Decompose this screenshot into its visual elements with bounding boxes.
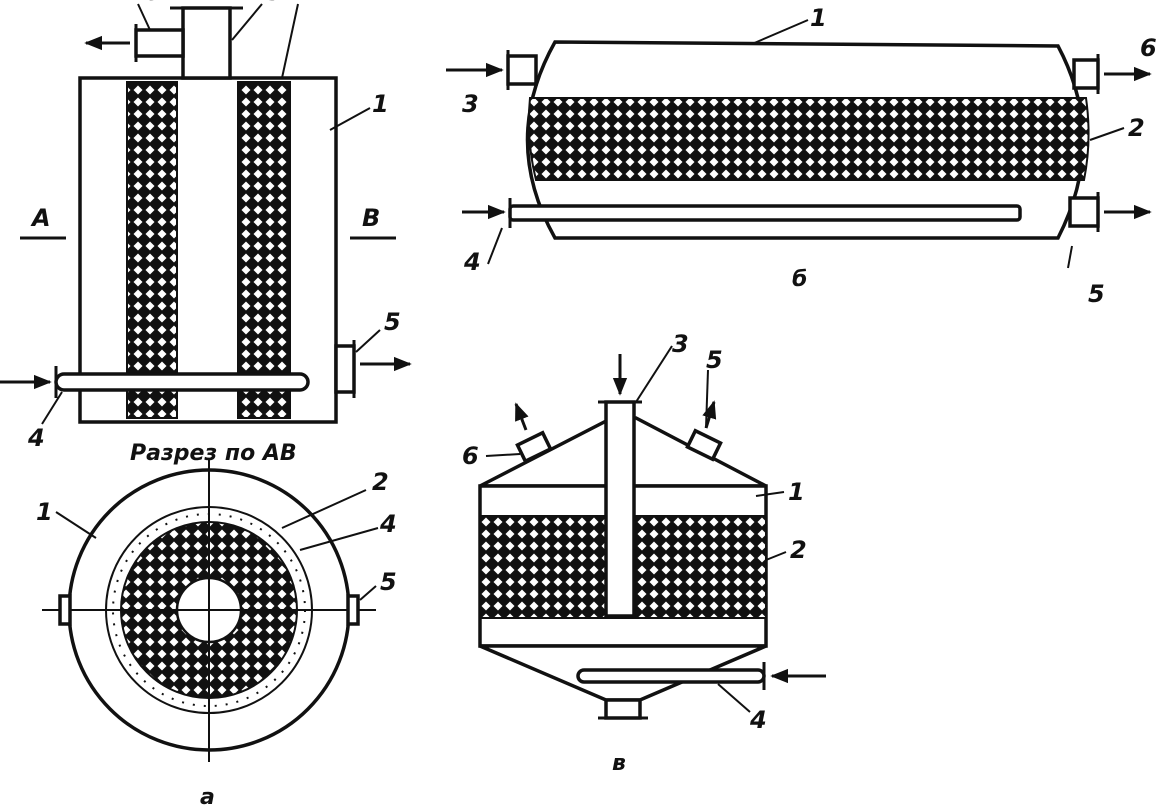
- fig-b-label-6: 6: [1140, 34, 1157, 62]
- cross-label-5: 5: [380, 568, 397, 596]
- section-mark-a: A: [30, 204, 51, 232]
- fig-a-label-5: 5: [384, 308, 401, 336]
- section-title: Разрез по АВ: [130, 441, 297, 466]
- top-left-outlet: [134, 28, 185, 58]
- packing-layer-b: [527, 97, 1090, 181]
- fig-a-label-1: 1: [372, 90, 389, 118]
- section-mark-b: B: [362, 204, 380, 232]
- distributor-pipe-b: [508, 204, 1022, 222]
- top-pipe: [181, 6, 232, 80]
- caption-c: в: [612, 751, 626, 776]
- distributor-pipe-4: [54, 372, 310, 392]
- side-outlet-5: [334, 344, 356, 394]
- fig-c-label-2: 2: [790, 536, 807, 564]
- central-pipe-c: [604, 400, 636, 618]
- cross-label-2: 2: [372, 468, 389, 496]
- caption-a: а: [200, 785, 215, 810]
- fig-c-label-6: 6: [462, 442, 479, 470]
- fig-a-label-3: 3: [266, 0, 283, 6]
- distributor-pipe-c: [576, 668, 766, 684]
- fig-b-label-1: 1: [810, 4, 827, 32]
- figure-b-horizontal-apparatus: [446, 19, 1152, 269]
- cross-label-4: 4: [379, 510, 397, 538]
- fig-c-label-1: 1: [788, 478, 805, 506]
- packing-right: [237, 81, 291, 419]
- caption-b: б: [792, 267, 807, 292]
- fig-b-label-4: 4: [463, 248, 481, 276]
- fig-b-label-2: 2: [1128, 114, 1145, 142]
- fig-a-label-4: 4: [27, 424, 45, 452]
- fig-c-label-4: 4: [749, 706, 767, 734]
- fig-b-label-3: 3: [462, 90, 479, 118]
- fig-c-label-3: 3: [672, 330, 689, 358]
- fig-c-label-5: 5: [706, 346, 723, 374]
- figure-c-conical-apparatus: [478, 345, 826, 720]
- fig-a-label-6: 6: [144, 0, 161, 6]
- vessel-shell: [78, 76, 338, 424]
- figure-a-vertical-apparatus: [0, 3, 412, 425]
- fig-b-label-5: 5: [1088, 280, 1105, 308]
- packing-left: [126, 81, 178, 419]
- fig-a-label-2: 2: [302, 0, 319, 6]
- cross-label-1: 1: [36, 498, 53, 526]
- cross-section: [42, 458, 379, 762]
